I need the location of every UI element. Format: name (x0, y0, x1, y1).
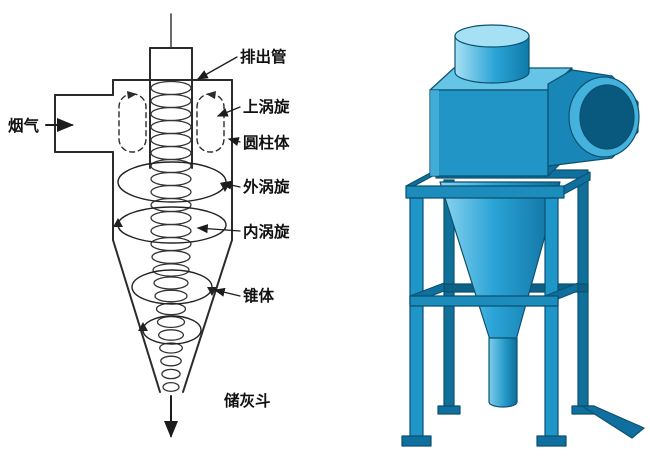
outlet-cylinder-top (454, 24, 530, 84)
cyclone-cone (439, 181, 561, 408)
label-upper-vortex: 上涡旋 (243, 97, 290, 116)
stand-brace-mid (409, 282, 579, 307)
box-front-face (429, 89, 549, 177)
labels: 烟气 排出管 上涡旋 圆柱体 外涡旋 内涡旋 锥体 储灰斗 (8, 47, 290, 410)
label-ash-hopper: 储灰斗 (223, 391, 271, 410)
leader-lines (196, 56, 241, 297)
outer-vortex-arrows (113, 161, 230, 345)
label-cylinder: 圆柱体 (243, 133, 290, 152)
upper-vortex-dashed (118, 91, 225, 153)
schematic-diagram: 烟气 排出管 上涡旋 圆柱体 外涡旋 内涡旋 锥体 储灰斗 (8, 13, 290, 438)
model-3d (401, 24, 645, 447)
stand-legs-front (401, 197, 567, 447)
label-flue-gas: 烟气 (8, 116, 40, 135)
flow-arrows (45, 118, 178, 438)
label-cone: 锥体 (243, 286, 275, 305)
label-discharge-pipe: 排出管 (240, 47, 287, 66)
inlet-opening-hole (579, 84, 635, 150)
foot-extension (581, 405, 645, 439)
label-outer-vortex: 外涡旋 (243, 177, 290, 196)
label-inner-vortex: 内涡旋 (243, 222, 290, 241)
dust-outlet-pipe (488, 337, 518, 408)
inlet-port (547, 69, 640, 167)
inner-vortex-coil (150, 80, 192, 393)
cyclone-outline (54, 13, 233, 393)
